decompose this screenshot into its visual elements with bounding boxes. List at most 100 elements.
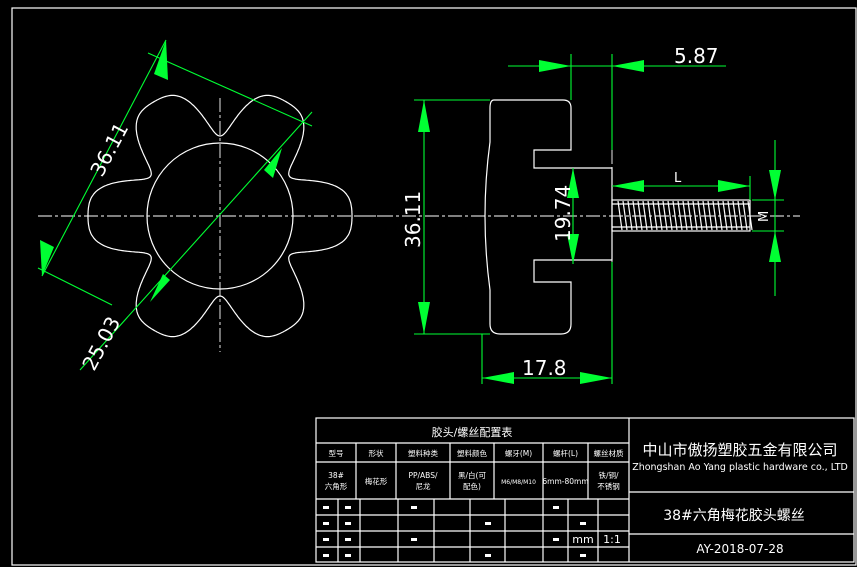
cfg-value-cell: 配色) <box>463 481 481 491</box>
dim-inner-arrow-top <box>264 148 282 178</box>
dim-overall-arrow-top <box>154 40 168 80</box>
dim-length-arrow-right <box>718 180 750 192</box>
thread-line <box>737 200 743 231</box>
thread-line <box>657 200 663 231</box>
front-view: 36.11 25.03 <box>37 39 392 375</box>
thread-line <box>727 200 733 231</box>
thread-line <box>677 200 683 231</box>
cfg-value-cell: 铁/铜/ <box>598 470 619 480</box>
dim-side-height: 36.11 <box>401 191 425 248</box>
drawing-border <box>11 7 857 566</box>
thread-line <box>627 200 633 231</box>
cfg-value-cell: 38# <box>328 471 344 480</box>
cfg-value-cell: 不锈钢 <box>597 481 620 491</box>
dim-thread-arrow-bottom <box>769 231 781 262</box>
dim-inner-line <box>79 111 313 371</box>
sig-mark <box>411 538 417 541</box>
dim-overall-diameter: 36.11 <box>85 119 133 181</box>
sig-mark <box>323 538 329 541</box>
thread-line <box>742 200 748 231</box>
cfg-value-cell: 黑/白(可 <box>458 470 486 480</box>
dim-inner-diameter: 25.03 <box>77 313 125 375</box>
sig-mark <box>345 538 351 541</box>
sig-mark <box>553 538 559 541</box>
thread-line <box>617 200 623 231</box>
cfg-header-cell: 形状 <box>369 448 384 458</box>
cfg-header-cell: 螺丝材质 <box>594 448 624 458</box>
thread-line <box>622 200 628 231</box>
company-name-cn: 中山市傲扬塑胶五金有限公司 <box>642 441 837 459</box>
screw <box>611 199 753 232</box>
sig-mark <box>323 554 329 557</box>
thread-line <box>732 200 738 231</box>
dim-thread-symbol: M <box>757 211 772 222</box>
sig-mark <box>553 506 559 509</box>
sig-mark <box>345 554 351 557</box>
dim-overall-arrow-bottom <box>40 240 54 276</box>
thread-line <box>632 200 638 231</box>
dim-overall-line <box>41 39 167 277</box>
thread-line <box>712 200 718 231</box>
cfg-value-cell: 梅花形 <box>365 476 388 486</box>
dim-hub-diameter: 19.74 <box>551 185 575 242</box>
thread-line <box>642 200 648 231</box>
thread-line <box>647 200 653 231</box>
thread-line <box>662 200 668 231</box>
cfg-header-cell: 螺牙(M) <box>505 448 532 458</box>
cfg-value-cell: PP/ABS/ <box>408 471 437 480</box>
thread-line <box>707 200 713 231</box>
thread-line <box>637 200 643 231</box>
thread-line <box>702 200 708 231</box>
dim-top-offset: 5.87 <box>674 44 719 68</box>
title-block-frame <box>315 417 855 563</box>
thread-line <box>682 200 688 231</box>
scale-label: 1:1 <box>603 533 621 546</box>
dim-hub-arrow-top <box>567 168 579 198</box>
thread-line <box>687 200 693 231</box>
cfg-header-cell: 螺杆(L) <box>553 448 578 458</box>
dim-side-arrow-top <box>418 100 430 132</box>
thread-line <box>652 200 658 231</box>
sig-mark <box>323 506 329 509</box>
sig-mark <box>485 554 491 557</box>
cfg-value-cell: 6mm-80mm <box>542 477 588 486</box>
thread-line <box>697 200 703 231</box>
dim-thread-arrow-top <box>769 170 781 200</box>
dim-overall-extension-2 <box>37 267 113 306</box>
sig-mark <box>411 506 417 509</box>
cfg-value-cell: 六角形 <box>325 481 348 491</box>
sig-mark <box>580 522 586 525</box>
sig-mark <box>345 522 351 525</box>
knob-side-profile <box>484 99 613 335</box>
dim-width-arrow-right <box>580 372 612 384</box>
drawing-number: AY-2018-07-28 <box>696 542 783 556</box>
dim-hub-arrow-bottom <box>567 234 579 264</box>
dim-width-arrow-left <box>482 372 514 384</box>
thread-line <box>667 200 673 231</box>
sig-mark <box>323 522 329 525</box>
sig-mark <box>580 554 586 557</box>
cfg-value-cell: 尼龙 <box>416 481 431 491</box>
dim-top-arrow-right <box>612 60 644 72</box>
company-name-en: Zhongshan Ao Yang plastic hardware co., … <box>632 462 848 473</box>
thread-line <box>672 200 678 231</box>
thread-line <box>747 200 753 231</box>
dim-total-width: 17.8 <box>522 356 567 380</box>
part-name: 38#六角梅花胶头螺丝 <box>663 507 805 524</box>
dim-inner-arrow-bottom <box>150 274 170 302</box>
thread-line <box>692 200 698 231</box>
dim-side-arrow-bottom <box>418 302 430 334</box>
cfg-value-cell: M6/M8/M10 <box>501 479 536 486</box>
hub-circle <box>146 142 294 290</box>
thread-line <box>722 200 728 231</box>
cfg-table-title: 胶头/螺丝配置表 <box>432 425 513 439</box>
dim-top-arrow-left <box>539 60 571 72</box>
cfg-header-cell: 型号 <box>329 449 344 458</box>
dim-length-arrow-left <box>612 180 644 192</box>
sig-mark <box>345 506 351 509</box>
title-block: 胶头/螺丝配置表 型号形状塑料种类塑料颜色螺牙(M)螺杆(L)螺丝材质 38#六… <box>315 417 855 563</box>
cfg-header-cell: 塑料颜色 <box>457 448 487 458</box>
dim-length-symbol: L <box>674 171 682 186</box>
thread-line <box>717 200 723 231</box>
side-view: 36.11 19.74 17.8 5.87 L M <box>356 44 800 384</box>
